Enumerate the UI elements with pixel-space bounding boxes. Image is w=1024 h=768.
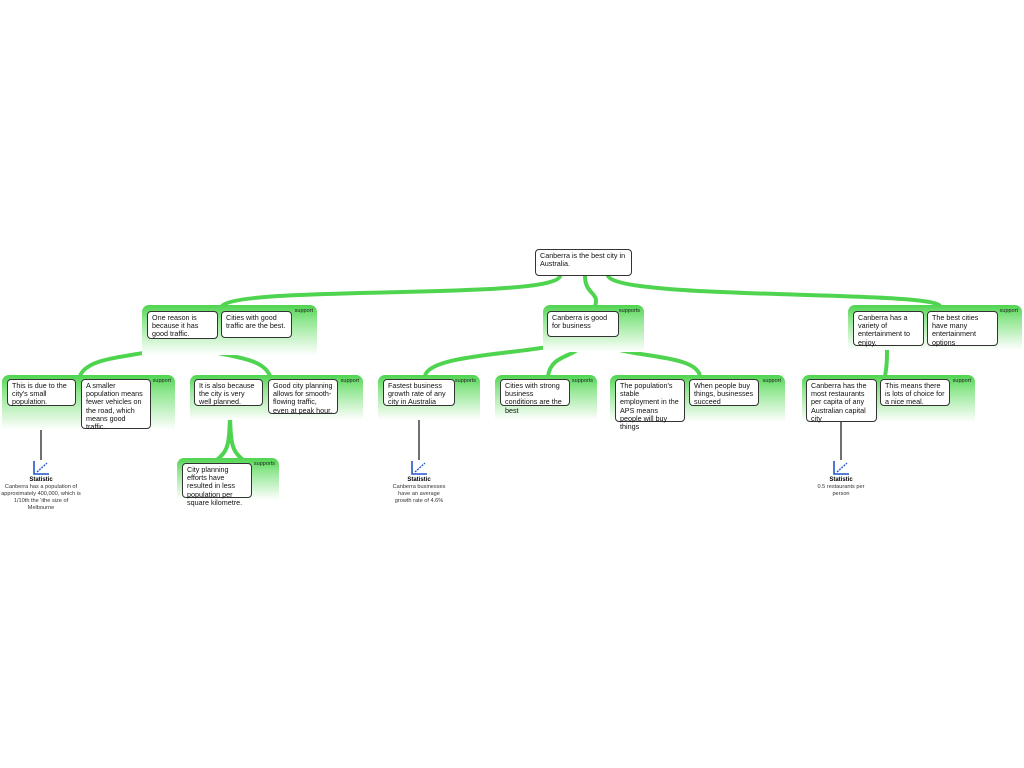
claim-box[interactable]: When people buy things, businesses succe… — [689, 379, 759, 406]
statistic-text: Canberra has a population of approximate… — [1, 484, 81, 511]
statistic-title: Statistic — [407, 477, 431, 483]
statistic-evidence[interactable]: Statistic Canberra has a population of a… — [1, 460, 81, 512]
claim-box[interactable]: Cities with good traffic are the best. — [221, 311, 292, 338]
statistic-title: Statistic — [29, 477, 53, 483]
group-label: support — [294, 308, 313, 314]
claim-box[interactable]: Cities with strong business conditions a… — [500, 379, 570, 414]
claim-box[interactable]: This means there is lots of choice for a… — [880, 379, 950, 406]
statistic-chart-icon — [411, 461, 427, 475]
statistic-title: Statistic — [829, 477, 853, 483]
claim-box[interactable]: It is also because the city is very well… — [194, 379, 263, 406]
group-label: supports — [253, 461, 275, 467]
claim-box[interactable]: City planning efforts have resulted in l… — [182, 463, 252, 506]
claim-box[interactable]: Canberra is good for business — [547, 311, 619, 337]
claim-box[interactable]: The population's stable employment in th… — [615, 379, 685, 431]
statistic-text: Canberra businesses have an average grow… — [392, 484, 446, 504]
claim-box[interactable]: This is due to the city's small populati… — [7, 379, 76, 406]
group-label: support — [999, 308, 1018, 314]
claim-box[interactable]: Canberra has the most restaurants per ca… — [806, 379, 877, 422]
group-label: support — [762, 378, 781, 384]
statistic-evidence[interactable]: Statistic 0.5 restaurants per person — [801, 460, 881, 498]
statistic-evidence[interactable]: Statistic Canberra businesses have an av… — [379, 460, 459, 505]
root-claim[interactable]: Canberra is the best city in Australia. — [535, 249, 632, 276]
statistic-text: 0.5 restaurants per person — [817, 484, 865, 497]
group-label: support — [340, 378, 359, 384]
statistic-chart-icon — [833, 461, 849, 475]
claim-box[interactable]: The best cities have many entertainment … — [927, 311, 998, 346]
group-label: support — [952, 378, 971, 384]
claim-box[interactable]: Fastest business growth rate of any city… — [383, 379, 455, 406]
group-label: support — [152, 378, 171, 384]
claim-box[interactable]: A smaller population means fewer vehicle… — [81, 379, 151, 431]
group-label: supports — [454, 378, 476, 384]
claim-box[interactable]: Good city planning allows for smooth-flo… — [268, 379, 338, 414]
statistic-chart-icon — [33, 461, 49, 475]
group-label: supports — [618, 308, 640, 314]
connector — [883, 344, 889, 378]
group-label: supports — [571, 378, 593, 384]
connector — [606, 274, 942, 308]
claim-box[interactable]: Canberra has a variety of entertainment … — [853, 311, 924, 346]
claim-box[interactable]: One reason is because it has good traffi… — [147, 311, 218, 339]
connector — [583, 274, 598, 308]
connector — [220, 274, 562, 308]
